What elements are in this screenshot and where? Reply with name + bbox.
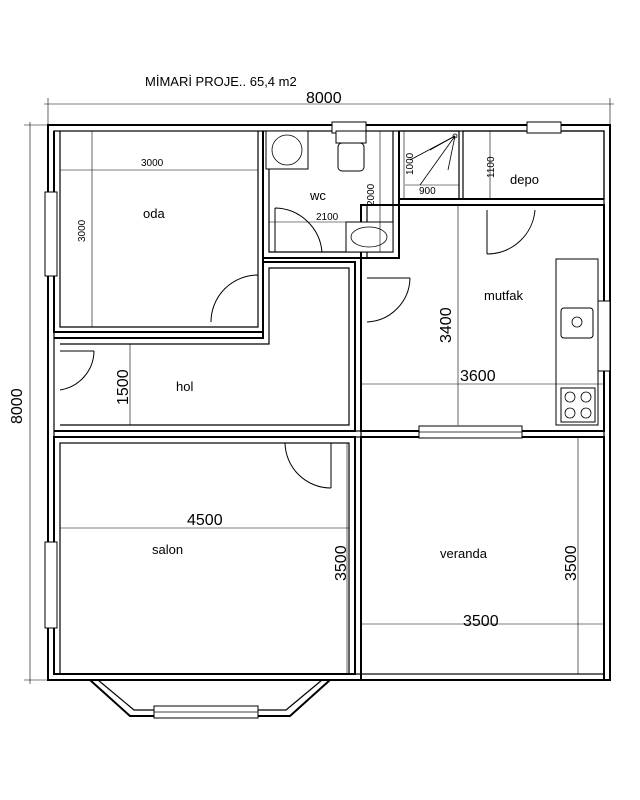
room-oda: oda [143,206,165,221]
room-hol: hol [176,379,193,394]
washbasin [345,221,394,253]
dim-depo-height: 1100 [486,156,497,178]
door-wc [274,207,323,253]
washing-machine [265,130,309,170]
dim-salon-width: 4500 [187,512,223,529]
dim-salon-height: 3500 [333,545,350,581]
dim-wc-height: 2000 [366,183,377,206]
bay-window [89,679,331,719]
stove [560,387,596,423]
door-oda [210,274,259,323]
overall-height-label: 8000 [9,388,26,424]
door-mutfak [366,277,411,323]
interior-dimension-lines [60,131,604,674]
room-labels: oda wc depo mutfak hol salon veranda [143,172,539,561]
toilet-bowl [337,142,365,172]
room-wc: wc [309,188,326,203]
toilet-tank [335,130,367,144]
door-kitchen-inner [486,209,536,255]
dim-mutfak-width: 3600 [460,368,496,385]
window-salon [44,541,58,629]
dim-shower-width: 900 [419,186,436,197]
dim-shower-height: 1000 [405,152,416,175]
dim-veranda-width: 3500 [463,613,499,630]
room-depo: depo [510,172,539,187]
overall-width-dimension: 8000 [44,90,614,130]
door-salon [284,442,332,489]
windows [44,121,611,629]
room-veranda: veranda [440,546,488,561]
overall-width-label: 8000 [306,90,342,107]
window-oda [44,191,58,277]
dim-oda-height: 3000 [77,219,88,242]
overall-height-dimension: 8000 [9,122,52,684]
room-mutfak: mutfak [484,288,524,303]
window-depo [526,121,562,134]
dim-veranda-height: 3500 [563,545,580,581]
plan-title: MİMARİ PROJE.. 65,4 m2 [145,74,297,89]
window-mutfak-side [597,300,611,372]
dim-wc-width: 2100 [316,212,339,223]
room-salon: salon [152,542,183,557]
doors [59,207,536,489]
wc-fixtures [265,130,394,253]
outer-walls [47,124,611,681]
shower [398,130,460,200]
dim-mutfak-height: 3400 [438,307,455,343]
dimension-labels: 3000 3000 2100 2000 1000 900 1100 3400 3… [77,152,580,630]
sink [560,307,594,339]
dim-oda-width: 3000 [141,158,164,169]
dim-hol-height: 1500 [115,369,132,405]
kitchen-counter [555,258,599,426]
door-hol [59,350,95,391]
